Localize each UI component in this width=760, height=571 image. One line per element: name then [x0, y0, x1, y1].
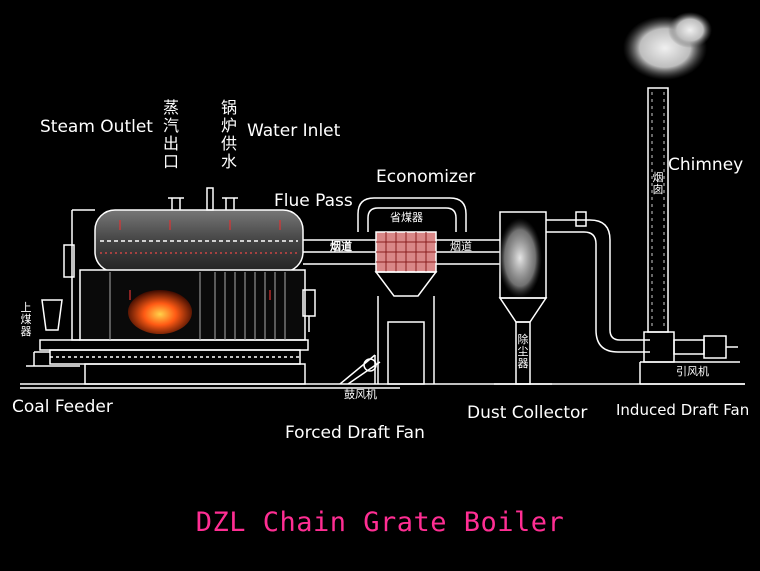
chimney-stack [647, 87, 669, 333]
flue-duct-left [303, 239, 378, 265]
cn-label-flue-right: 烟道 [450, 240, 472, 253]
label-water-inlet: Water Inlet [247, 121, 341, 141]
cn-label-flue-left: 烟道 [330, 240, 352, 253]
cn-label-coal-feeder: 上煤器 [20, 301, 32, 338]
economizer [357, 197, 500, 385]
cn-label-chimney: 烟囱 [652, 171, 664, 196]
forced-draft-fan [339, 354, 381, 385]
furnace-fire [128, 290, 192, 334]
cn-label-steam-outlet: 蒸汽出口 [162, 98, 179, 171]
induced-draft-fan [639, 331, 745, 385]
label-forced-draft-fan: Forced Draft Fan [285, 423, 425, 443]
label-flue-pass: Flue Pass [274, 191, 353, 211]
cn-label-induced-draft-fan: 引风机 [676, 365, 709, 378]
chimney-smoke-puff [668, 12, 712, 48]
cn-label-water-inlet: 锅炉供水 [220, 98, 237, 171]
label-dust-collector: Dust Collector [467, 403, 588, 423]
label-chimney: Chimney [668, 155, 744, 175]
label-coal-feeder: Coal Feeder [12, 397, 113, 417]
dust-cloud [498, 218, 542, 298]
cn-label-forced-draft-fan: 鼓风机 [344, 388, 377, 401]
boiler-body [26, 187, 316, 385]
cn-label-dust-collector: 除尘器 [517, 333, 529, 370]
label-economizer: Economizer [376, 167, 476, 187]
dust-collector [494, 211, 650, 385]
cn-label-economizer: 省煤器 [390, 211, 423, 224]
label-steam-outlet: Steam Outlet [40, 117, 153, 137]
label-induced-draft-fan: Induced Draft Fan [616, 401, 750, 419]
diagram-title: DZL Chain Grate Boiler [195, 507, 565, 538]
